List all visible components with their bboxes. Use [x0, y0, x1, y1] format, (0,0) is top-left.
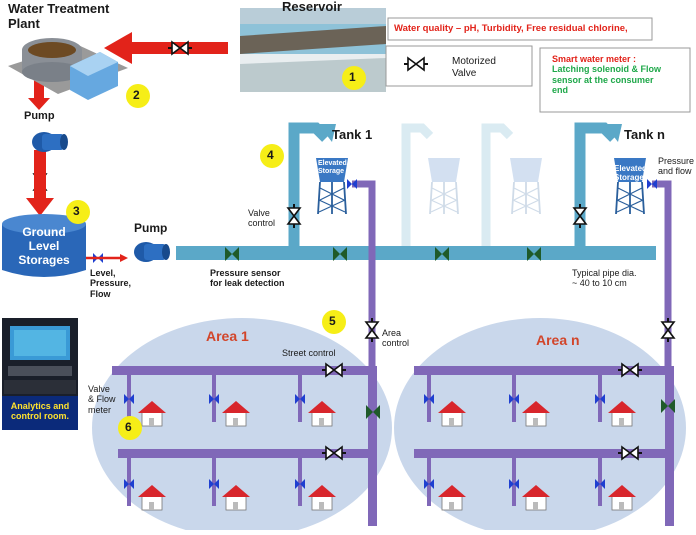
tank1-riser [288, 122, 330, 248]
tankn-riser [574, 122, 618, 248]
badge-3: 3 [73, 204, 80, 218]
tank1-label: Tank 1 [332, 127, 373, 142]
badge-4: 4 [267, 148, 274, 162]
badge-2: 2 [133, 88, 140, 102]
arean-street-pipe-2 [414, 449, 672, 458]
main-distribution-pipe [176, 246, 656, 260]
arean-title: Area n [536, 332, 580, 348]
area1-title: Area 1 [206, 328, 249, 344]
water-quality-box [387, 17, 653, 41]
badge-1: 1 [349, 70, 356, 84]
water-quality-text: Water quality – pH, Turbidity, Free resi… [394, 23, 628, 34]
pump-top-label: Pump [24, 110, 55, 122]
street-control-label: Street control [282, 348, 336, 358]
arean-street-pipe-1 [414, 366, 672, 375]
badge-6: 6 [125, 420, 132, 434]
area1-supply-pipe [352, 180, 376, 370]
arean-supply-pipe [652, 180, 672, 372]
area1-street-pipe-2 [118, 449, 376, 458]
analytics-label-box [2, 396, 78, 430]
pump-mid-label: Pump [134, 221, 168, 235]
intermediate-tanks-faded [401, 123, 543, 248]
level-pressure-flow-label: Level,Pressure,Flow [90, 268, 132, 299]
badge-5: 5 [329, 314, 336, 328]
pump-top-icon [32, 132, 68, 152]
pump-mid-icon [134, 242, 170, 262]
area1-street-pipe-1 [112, 366, 376, 375]
smart-meter-box [539, 47, 691, 113]
inflow-arrows [26, 32, 228, 262]
control-room-photo [2, 318, 78, 396]
typical-pipe-label: Typical pipe dia.~ 40 to 10 cm [572, 268, 637, 289]
treatment-plant-icon [8, 38, 128, 100]
smart-meter-text: Smart water meter : Latching solenoid & … [552, 54, 661, 96]
step-badges [66, 66, 366, 440]
reservoir-label: Reservoir [282, 0, 342, 14]
tankn-label: Tank n [624, 127, 665, 142]
